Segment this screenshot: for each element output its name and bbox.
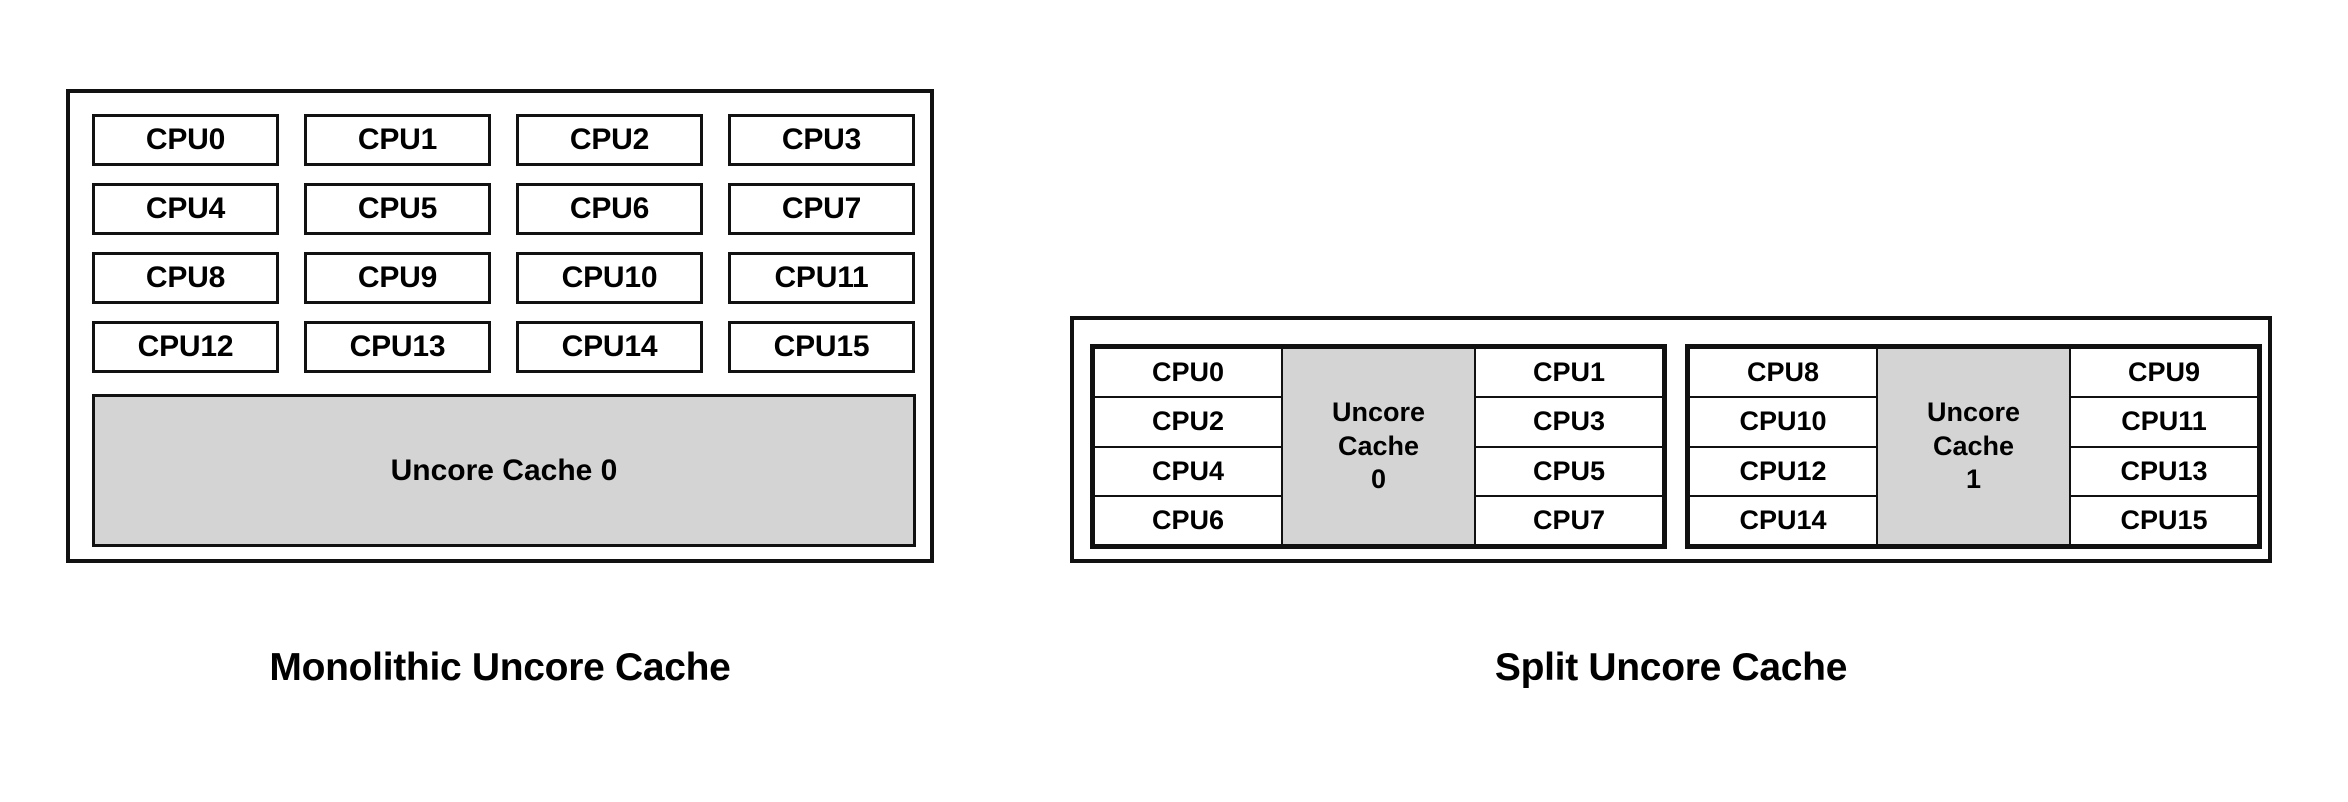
cpu-box[interactable]: CPU6 xyxy=(516,183,703,235)
cpu-box[interactable]: CPU8 xyxy=(1688,347,1878,399)
uncore-cache-block[interactable]: Uncore Cache 0 xyxy=(1281,347,1476,546)
cpu-box[interactable]: CPU15 xyxy=(728,321,915,373)
cpu-box[interactable]: CPU3 xyxy=(1474,396,1664,448)
cpu-box[interactable]: CPU1 xyxy=(304,114,491,166)
monolithic-chip-outline: CPU0 CPU1 CPU2 CPU3 CPU4 CPU5 CPU6 CPU7 … xyxy=(66,89,934,563)
uncore-cache-label-line2: Cache xyxy=(1932,430,2015,461)
split-group-left-cpu-column: CPU8 CPU10 CPU12 CPU14 xyxy=(1688,347,1878,546)
cpu-box[interactable]: CPU10 xyxy=(516,252,703,304)
cpu-box[interactable]: CPU10 xyxy=(1688,396,1878,448)
cpu-box[interactable]: CPU12 xyxy=(1688,445,1878,497)
cpu-box[interactable]: CPU3 xyxy=(728,114,915,166)
cpu-box[interactable]: CPU2 xyxy=(1093,396,1283,448)
uncore-cache-label-line3: 0 xyxy=(1370,464,1387,495)
cpu-box[interactable]: CPU4 xyxy=(1093,445,1283,497)
split-group-right-cpu-column: CPU1 CPU3 CPU5 CPU7 xyxy=(1474,347,1664,546)
uncore-cache-label-line1: Uncore xyxy=(1331,396,1426,427)
cpu-box[interactable]: CPU5 xyxy=(1474,445,1664,497)
cpu-box[interactable]: CPU14 xyxy=(1688,494,1878,546)
cpu-box[interactable]: CPU11 xyxy=(2069,396,2259,448)
split-cache-group: CPU8 CPU10 CPU12 CPU14 Uncore Cache 1 CP… xyxy=(1685,344,2262,549)
cpu-box[interactable]: CPU11 xyxy=(728,252,915,304)
uncore-cache-label-line3: 1 xyxy=(1965,464,1982,495)
uncore-cache-label-line2: Cache xyxy=(1337,430,1420,461)
cpu-box[interactable]: CPU8 xyxy=(92,252,279,304)
split-group-right-cpu-column: CPU9 CPU11 CPU13 CPU15 xyxy=(2069,347,2259,546)
monolithic-cpu-grid: CPU0 CPU1 CPU2 CPU3 CPU4 CPU5 CPU6 CPU7 … xyxy=(92,114,916,394)
cpu-box[interactable]: CPU0 xyxy=(92,114,279,166)
cpu-box[interactable]: CPU6 xyxy=(1093,494,1283,546)
uncore-cache-block[interactable]: Uncore Cache 1 xyxy=(1876,347,2071,546)
cpu-box[interactable]: CPU4 xyxy=(92,183,279,235)
split-chip-outline: CPU0 CPU2 CPU4 CPU6 Uncore Cache 0 CPU1 … xyxy=(1070,316,2272,563)
cpu-box[interactable]: CPU13 xyxy=(2069,445,2259,497)
cpu-box[interactable]: CPU5 xyxy=(304,183,491,235)
cpu-box[interactable]: CPU0 xyxy=(1093,347,1283,399)
cpu-box[interactable]: CPU12 xyxy=(92,321,279,373)
split-cache-group: CPU0 CPU2 CPU4 CPU6 Uncore Cache 0 CPU1 … xyxy=(1090,344,1667,549)
cpu-box[interactable]: CPU7 xyxy=(728,183,915,235)
split-caption: Split Uncore Cache xyxy=(1494,646,1848,689)
cpu-box[interactable]: CPU1 xyxy=(1474,347,1664,399)
cpu-box[interactable]: CPU2 xyxy=(516,114,703,166)
monolithic-caption: Monolithic Uncore Cache xyxy=(269,646,731,689)
cpu-box[interactable]: CPU13 xyxy=(304,321,491,373)
cpu-box[interactable]: CPU15 xyxy=(2069,494,2259,546)
split-group-left-cpu-column: CPU0 CPU2 CPU4 CPU6 xyxy=(1093,347,1283,546)
cpu-box[interactable]: CPU9 xyxy=(304,252,491,304)
cpu-box[interactable]: CPU14 xyxy=(516,321,703,373)
uncore-cache-block[interactable]: Uncore Cache 0 xyxy=(92,394,916,547)
cpu-box[interactable]: CPU9 xyxy=(2069,347,2259,399)
uncore-cache-label-line1: Uncore xyxy=(1926,396,2021,427)
cpu-box[interactable]: CPU7 xyxy=(1474,494,1664,546)
